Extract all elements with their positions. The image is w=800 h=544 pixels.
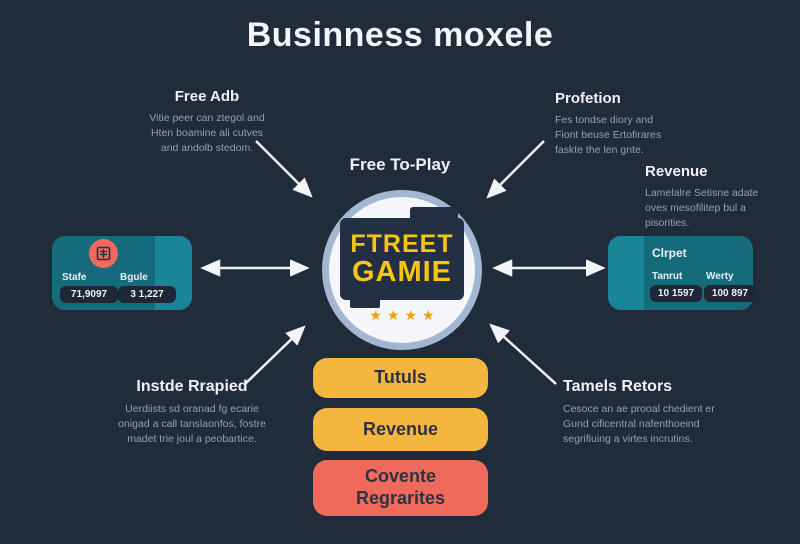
callout-free-adb: Free Adb Vitie peer can ztegol and Hten … xyxy=(102,88,312,157)
callout-revenue: Revenue Lamelalre Setisne adate oves mes… xyxy=(645,163,790,232)
revenue-button[interactable]: Revenue xyxy=(313,408,488,451)
callout-body: Cesoce an ae prooal chedient er Gund cif… xyxy=(563,403,715,446)
callout-heading: Tamels Retors xyxy=(563,378,673,395)
callout-profetion: Profetion Fes tondse diory and Fiont beu… xyxy=(555,90,725,159)
stat-label: Werty xyxy=(706,271,734,282)
game-logo-circle: FTREET GAMIE ★★★★ xyxy=(322,190,482,350)
free-to-play-label: Free To-Play xyxy=(349,155,451,174)
callout-heading: Free Adb xyxy=(174,88,240,105)
panel-title: Clrpet xyxy=(652,246,687,260)
callout-body: Fes tondse diory and Fiont beuse Ertofir… xyxy=(555,114,662,157)
stat-item: Tanrut 10 1597 xyxy=(650,271,702,302)
covente-regrarites-button[interactable]: Covente Regrarites xyxy=(313,460,488,516)
callout-heading: Instde Rrapied xyxy=(136,378,248,395)
game-logo-badge: FTREET GAMIE xyxy=(340,207,464,308)
stat-value: 100 897 xyxy=(704,285,756,302)
stat-item: Stafe 71,9097 xyxy=(60,272,118,303)
page-title: Businness moxele xyxy=(246,16,554,54)
stat-value: 71,9097 xyxy=(60,286,118,303)
callout-heading: Revenue xyxy=(645,163,708,180)
callout-instde-rrapied: Instde Rrapied Uerdiists sd oranad fg ec… xyxy=(87,378,297,448)
stat-item: Bgule 3 1,227 xyxy=(118,272,176,303)
stat-label: Stafe xyxy=(62,272,87,283)
arrow-bottom-left xyxy=(244,325,306,385)
tutuls-button[interactable]: Tutuls xyxy=(313,358,488,398)
stat-value: 10 1597 xyxy=(650,285,702,302)
logo-text-line2: GAMIE xyxy=(351,255,453,288)
stat-label: Tanrut xyxy=(652,271,683,282)
callout-tamels-retors: Tamels Retors Cesoce an ae prooal chedie… xyxy=(563,378,753,448)
callout-body: Uerdiists sd oranad fg ecarie onigad a c… xyxy=(118,403,266,446)
callout-body: Lamelalre Setisne adate oves mesofilitep… xyxy=(645,187,759,230)
star-rating: ★★★★ xyxy=(369,307,440,323)
callout-heading: Profetion xyxy=(555,90,621,107)
stat-value: 3 1,227 xyxy=(118,286,176,303)
left-stats-panel: Stafe 71,9097 Bgule 3 1,227 xyxy=(52,236,192,310)
logo-text-line1: FTREET xyxy=(350,229,454,258)
stat-item: Werty 100 897 xyxy=(704,271,756,302)
right-stats-panel: Clrpet Tanrut 10 1597 Werty 100 897 xyxy=(608,236,756,310)
arrow-bottom-right xyxy=(489,323,557,385)
panel-accent-strip xyxy=(608,236,644,310)
document-icon xyxy=(89,239,118,268)
stat-label: Bgule xyxy=(120,272,148,283)
callout-body: Vitie peer can ztegol and Hten boamine a… xyxy=(149,112,265,155)
